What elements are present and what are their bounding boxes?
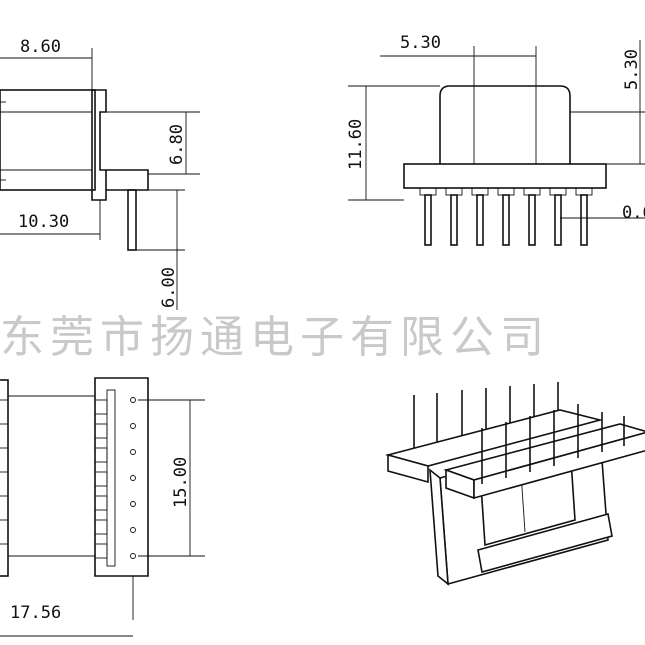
isometric-view xyxy=(384,382,645,586)
dim-pin-length: 6.00 xyxy=(159,267,179,308)
dim-pin-pitch: 0.6 xyxy=(622,203,645,223)
dim-bottom-span: 15.00 xyxy=(171,457,191,508)
dim-front-height: 11.60 xyxy=(346,119,366,170)
dim-side-width: 8.60 xyxy=(20,37,61,57)
bottom-view: 15.00 17.56 xyxy=(0,377,205,637)
side-view: 8.60 6.80 10.30 6.00 xyxy=(0,37,200,310)
dim-front-width: 5.30 xyxy=(400,33,441,53)
dim-bottom-length: 17.56 xyxy=(10,603,61,623)
front-view: 5.30 11.60 5.30 0.6 xyxy=(346,33,645,246)
dim-side-height: 6.80 xyxy=(167,124,187,165)
dim-side-length: 10.30 xyxy=(18,212,69,232)
company-watermark: 东莞市扬通电子有限公司 xyxy=(0,312,550,363)
dim-front-top: 5.30 xyxy=(622,49,642,90)
